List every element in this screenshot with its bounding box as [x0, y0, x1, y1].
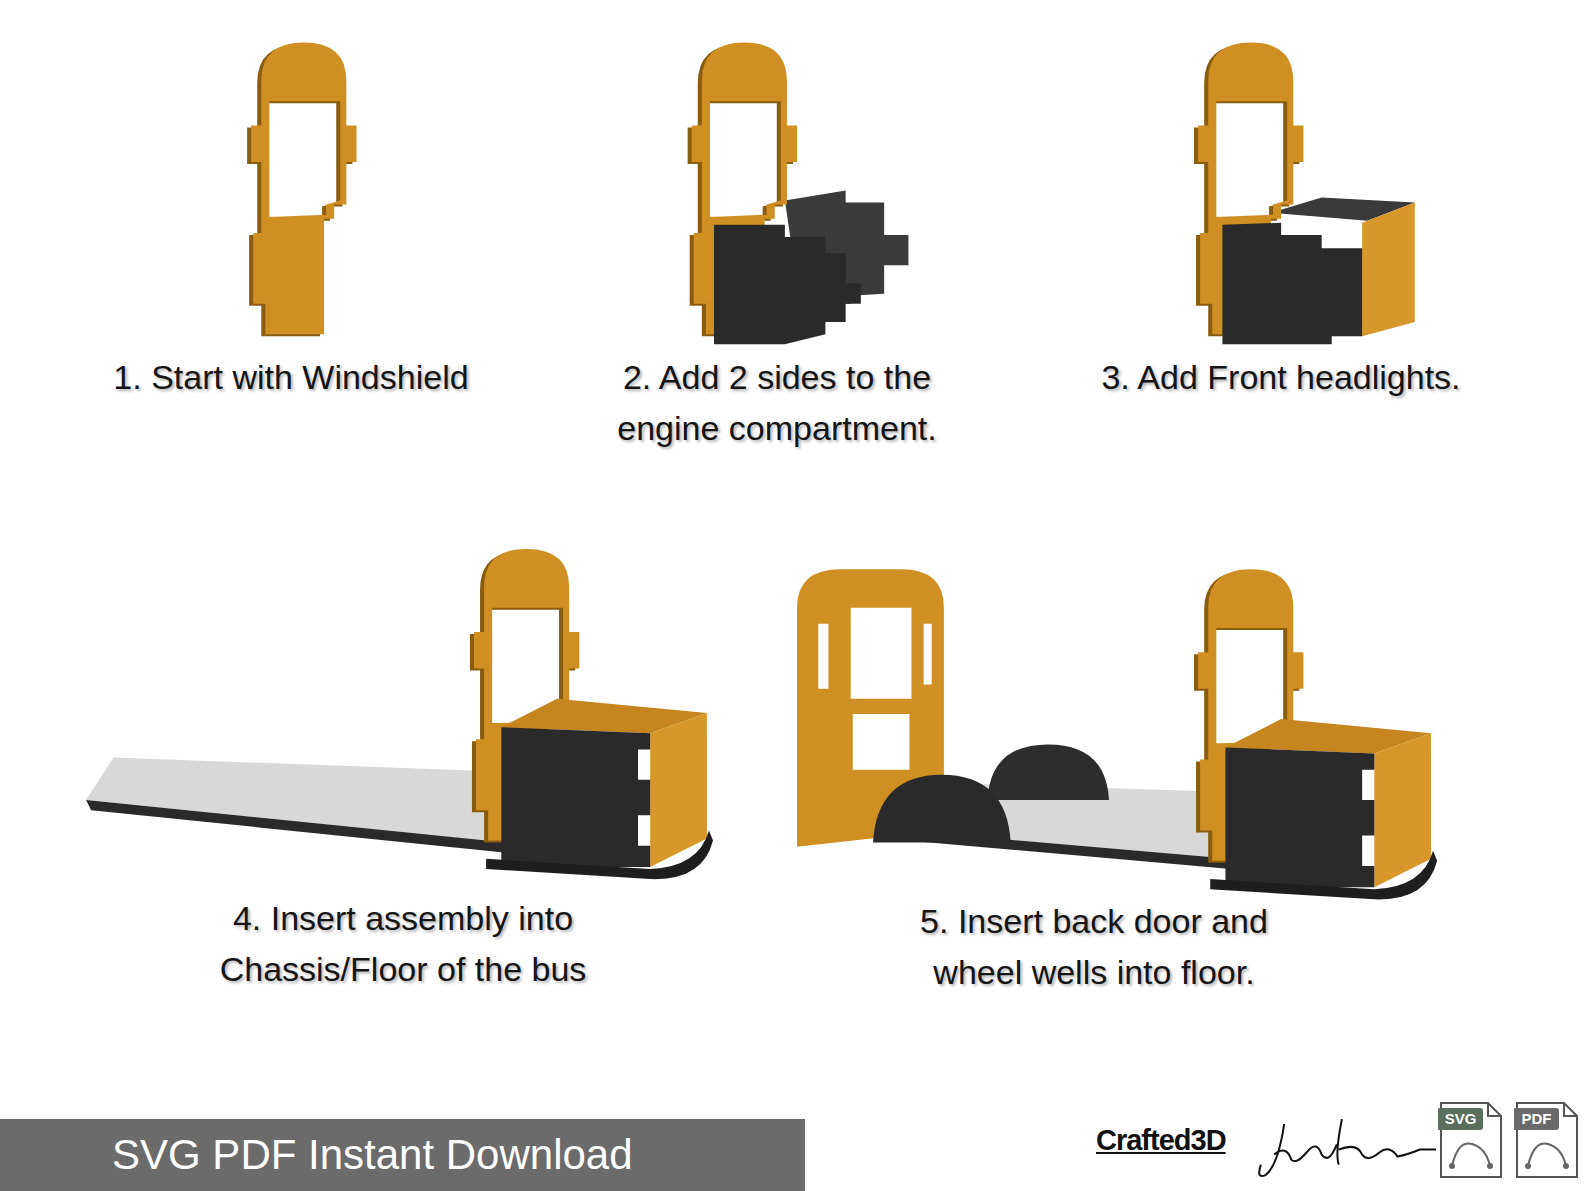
step-caption: 3. Add Front headlights.: [1051, 352, 1511, 403]
file-icon: SVG: [1438, 1100, 1504, 1180]
step-caption: 5. Insert back door and wheel wells into…: [879, 896, 1309, 998]
file-type-text: PDF: [1514, 1108, 1559, 1130]
brand-logo: Crafted3D: [1096, 1124, 1226, 1157]
file-type-text: SVG: [1438, 1108, 1483, 1130]
step-caption: 2. Add 2 sides to the engine compartment…: [572, 352, 982, 454]
banner-text: SVG PDF Instant Download: [112, 1131, 633, 1179]
download-banner: SVG PDF Instant Download: [0, 1119, 805, 1191]
step-caption: 4. Insert assembly into Chassis/Floor of…: [183, 893, 623, 995]
step-caption: 1. Start with Windshield: [61, 352, 521, 403]
file-icon: PDF: [1514, 1100, 1580, 1180]
